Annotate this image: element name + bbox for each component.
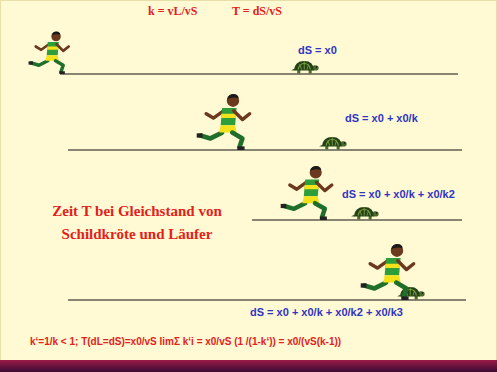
track-line [60,73,458,74]
tortoise-figure [351,207,379,220]
footer-bar [0,360,497,372]
formula: k = vL/vS [148,4,198,18]
runner-figure [361,244,414,300]
runner-figure [281,166,332,220]
formula: k‘=1/k < 1; T(dL=dS)=x0/vS limΣ k‘i = x0… [30,336,341,348]
formula: T = dS/vS [232,4,282,18]
distance-label: dS = x0 + x0/k [345,112,418,125]
track-line [68,149,462,150]
caption: Zeit T bei Gleichstand von Schildkröte u… [22,200,252,247]
distance-label: dS = x0 + x0/k + x0/k2 [342,188,455,201]
runner-figure [197,94,250,150]
distance-label: dS = x0 + x0/k + x0/k2 + x0/k3 [250,306,403,319]
tortoise-figure [291,61,319,74]
tortoise-figure [319,137,347,150]
runner-figure [29,32,69,74]
distance-label: dS = x0 [298,44,337,57]
